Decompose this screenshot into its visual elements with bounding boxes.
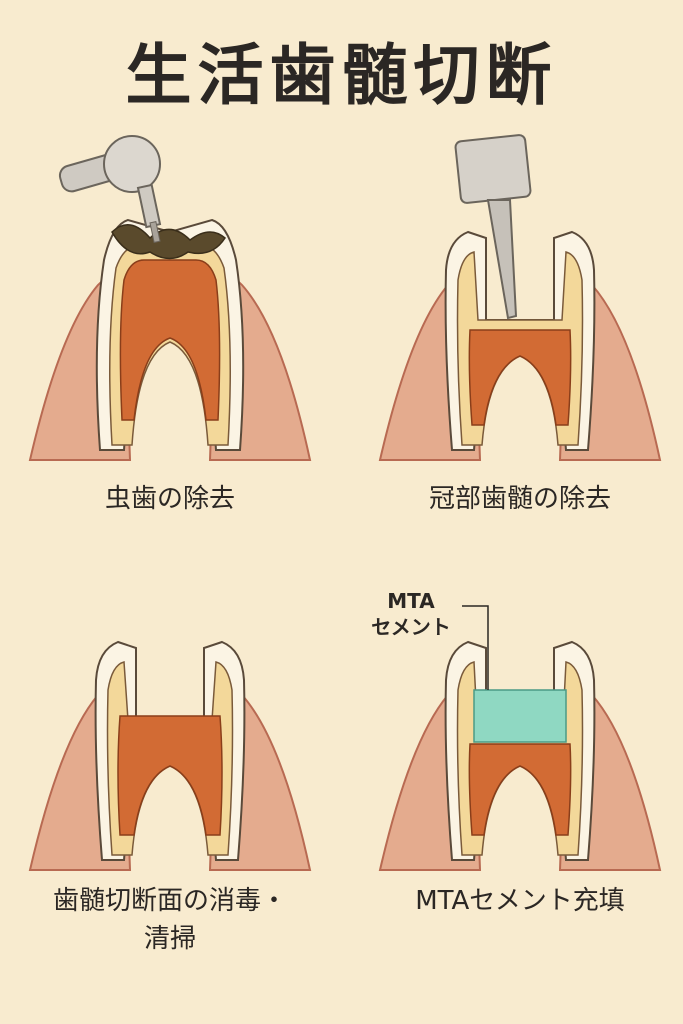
tooth-mta-fill-illustration xyxy=(378,605,662,871)
mta-annotation-label: MTA セメント xyxy=(356,588,466,640)
step-4-caption: MTAセメント充填 xyxy=(415,886,625,916)
excavator-instrument xyxy=(454,134,532,320)
pulp xyxy=(117,715,223,836)
mta-annotation-line1: MTA xyxy=(387,589,435,613)
annotation-leader-line xyxy=(462,605,489,690)
caries xyxy=(111,224,226,260)
mta-cement-layer xyxy=(473,689,567,743)
dental-handpiece xyxy=(58,135,162,243)
step-3-diagram xyxy=(20,530,320,875)
step-1-diagram xyxy=(20,120,320,465)
page-title: 生活歯髄切断 xyxy=(125,37,558,114)
mta-annotation-line2: セメント xyxy=(371,615,451,639)
pulp xyxy=(119,259,221,421)
tooth-coronal-pulp-removal-illustration xyxy=(378,134,662,461)
step-2-caption: 冠部歯髄の除去 xyxy=(428,484,611,514)
step-3-caption: 歯髄切断面の消毒・ 清掃 xyxy=(52,886,287,954)
pulp xyxy=(468,743,572,836)
gum xyxy=(378,277,662,461)
step-4-diagram xyxy=(370,530,670,875)
step-2-diagram xyxy=(370,120,670,465)
tooth-caries-removal-illustration xyxy=(28,135,312,461)
step-1-caption: 虫歯の除去 xyxy=(104,484,235,514)
tooth-disinfection-illustration xyxy=(28,640,312,871)
pulp xyxy=(468,329,572,426)
